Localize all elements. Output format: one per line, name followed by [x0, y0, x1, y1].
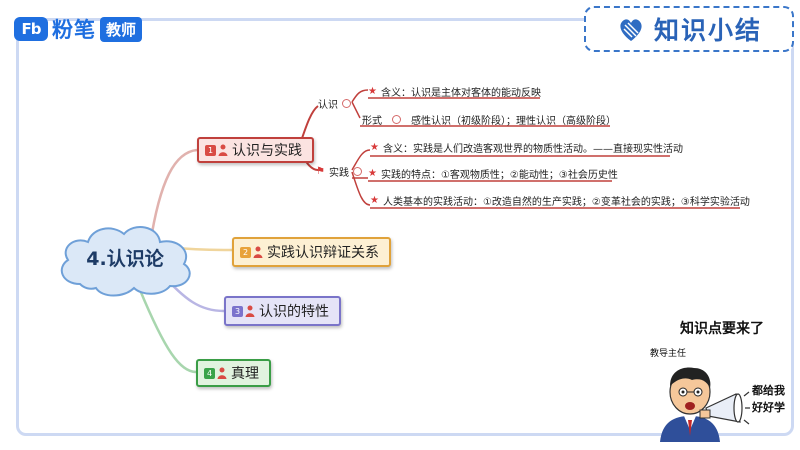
shout-line-1: 都给我 — [752, 384, 785, 397]
branch-truth[interactable]: 4 真理 — [196, 359, 271, 387]
shout-line-2: 好好学 — [752, 401, 785, 414]
leaf-shijian-activities: ★ 人类基本的实践活动：①改造自然的生产实践；②变革社会的实践；③科学实验活动 — [370, 193, 750, 208]
collapse-icon[interactable] — [342, 99, 351, 108]
branch-label: 真理 — [231, 366, 259, 382]
flag-icon: ⚑ — [316, 166, 325, 177]
branch-knowledge-practice[interactable]: 1 认识与实践 — [197, 137, 314, 163]
person-icon — [218, 144, 228, 156]
branch-number: 2 — [240, 246, 251, 258]
branch-number: 4 — [204, 367, 215, 379]
branch-knowledge-traits[interactable]: 3 认识的特性 — [224, 296, 341, 326]
node-label: 认识 — [318, 100, 338, 111]
branch-number: 3 — [232, 305, 243, 317]
center-cloud: 4.认识论 — [60, 226, 191, 297]
character-caption: 知识点要来了 — [680, 321, 764, 337]
star-icon: ★ — [368, 168, 377, 179]
character-role: 教导主任 — [650, 349, 687, 359]
brand-logo: Fb 粉笔 教师 — [14, 14, 143, 44]
collapse-icon[interactable] — [352, 167, 362, 176]
character-shout: 都给我 好好学 — [752, 382, 785, 416]
leaf-text: 感性认识（初级阶段）；理性认识（高级阶段） — [411, 116, 616, 127]
leaf-text: 人类基本的实践活动：①改造自然的生产实践；②变革社会的实践；③科学实验活动 — [382, 197, 750, 208]
branch-dialectic-relation[interactable]: 2 实践认识辩证关系 — [232, 237, 391, 267]
leaf-renshi-meaning: ★ 含义：认识是主体对客体的能动反映 — [368, 84, 541, 99]
star-icon: ★ — [370, 195, 379, 206]
leaf-text: 实践的特点：①客观物质性；②能动性；③社会历史性 — [380, 170, 618, 181]
leaf-shijian-features: ★ 实践的特点：①客观物质性；②能动性；③社会历史性 — [368, 166, 618, 181]
node-shijian[interactable]: ⚑ 实践 — [316, 164, 362, 179]
logo-name: 粉笔 — [52, 18, 96, 42]
branch-label: 实践认识辩证关系 — [267, 245, 379, 261]
branch-label: 认识与实践 — [232, 143, 302, 159]
node-renshi[interactable]: 认识 — [318, 96, 351, 111]
collapse-icon[interactable] — [392, 115, 401, 124]
leaf-text: 含义：实践是人们改造客观世界的物质性活动。——直接现实性活动 — [382, 144, 683, 155]
logo-mark: Fb — [14, 17, 48, 41]
star-icon: ★ — [368, 86, 377, 97]
leaf-shijian-meaning: ★ 含义：实践是人们改造客观世界的物质性活动。——直接现实性活动 — [370, 140, 683, 155]
branch-label: 认识的特性 — [259, 304, 329, 320]
summary-title: 知识小结 — [653, 16, 762, 45]
summary-badge: 知识小结 — [584, 6, 794, 52]
branch-number: 1 — [205, 144, 216, 156]
node-label: 实践 — [328, 168, 349, 179]
form-label: 形式 — [362, 116, 382, 127]
person-icon — [253, 246, 263, 258]
heart-icon — [620, 19, 642, 41]
star-icon: ★ — [370, 142, 379, 153]
teacher-cartoon — [660, 367, 750, 442]
person-icon — [217, 367, 227, 379]
leaf-text: 含义：认识是主体对客体的能动反映 — [380, 88, 541, 99]
person-icon — [245, 305, 255, 317]
center-topic: 4.认识论 — [86, 247, 164, 270]
content-frame — [16, 18, 794, 436]
leaf-renshi-form: 形式 感性认识（初级阶段）；理性认识（高级阶段） — [362, 112, 616, 127]
logo-tag: 教师 — [100, 16, 143, 42]
